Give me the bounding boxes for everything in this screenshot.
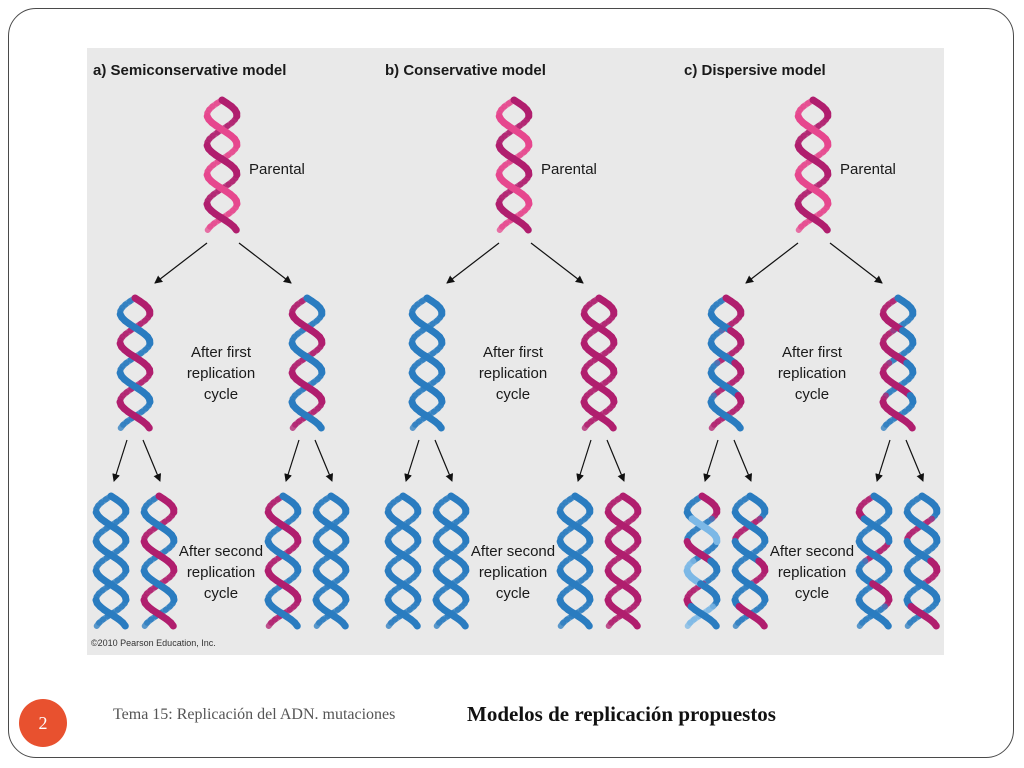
- dispersive-first-gen-helix-2: [879, 294, 917, 432]
- slide-frame: [8, 8, 1014, 758]
- semiconservative-arrow-first-1a: [112, 439, 128, 482]
- conservative-arrow-first-1b: [434, 439, 454, 482]
- conservative-second-gen-helix-1: [384, 492, 422, 630]
- dispersive-second-gen-helix-3: [855, 492, 893, 630]
- semiconservative-second-gen-helix-4: [312, 492, 350, 630]
- conservative-second-gen-helix-3: [556, 492, 594, 630]
- page-number-badge: 2: [19, 699, 67, 747]
- semiconservative-parental-helix: [203, 96, 241, 234]
- conservative-second-gen-helix-4: [604, 492, 642, 630]
- conservative-first-gen-helix-1: [408, 294, 446, 432]
- semiconservative-arrow-first-1b: [142, 439, 162, 482]
- conservative-model-title: b) Conservative model: [385, 62, 546, 79]
- conservative-arrow-parental-right: [530, 242, 584, 284]
- dispersive-second-gen-helix-4: [903, 492, 941, 630]
- dispersive-arrow-first-2a: [875, 439, 891, 482]
- dispersive-parental-helix: [794, 96, 832, 234]
- dispersive-parental-label: Parental: [840, 161, 896, 178]
- semiconservative-second-gen-helix-2: [140, 492, 178, 630]
- semiconservative-second-gen-helix-1: [92, 492, 130, 630]
- conservative-parental-label: Parental: [541, 161, 597, 178]
- footer-course-text: Tema 15: Replicación del ADN. mutaciones: [113, 706, 396, 723]
- dispersive-arrow-first-2b: [905, 439, 925, 482]
- conservative-second-gen-helix-2: [432, 492, 470, 630]
- conservative-arrow-first-2a: [576, 439, 592, 482]
- conservative-arrow-first-2b: [606, 439, 626, 482]
- dispersive-arrow-first-1a: [703, 439, 719, 482]
- dispersive-second-gen-helix-1: [683, 492, 721, 630]
- dispersive-arrow-first-1b: [733, 439, 753, 482]
- slide-title: Modelos de replicación propuestos: [467, 702, 776, 726]
- semiconservative-parental-label: Parental: [249, 161, 305, 178]
- dispersive-model-title: c) Dispersive model: [684, 62, 826, 79]
- semiconservative-model-title: a) Semiconservative model: [93, 62, 286, 79]
- semiconservative-arrow-parental-left: [154, 242, 208, 284]
- semiconservative-second-gen-helix-3: [264, 492, 302, 630]
- dispersive-arrow-parental-left: [745, 242, 799, 284]
- copyright-text: ©2010 Pearson Education, Inc.: [91, 638, 216, 648]
- semiconservative-arrow-first-2a: [284, 439, 300, 482]
- semiconservative-arrow-first-2b: [314, 439, 334, 482]
- semiconservative-first-gen-helix-1: [116, 294, 154, 432]
- dispersive-second-gen-helix-2: [731, 492, 769, 630]
- dispersive-arrow-parental-right: [829, 242, 883, 284]
- semiconservative-first-gen-helix-2: [288, 294, 326, 432]
- conservative-parental-helix: [495, 96, 533, 234]
- conservative-arrow-parental-left: [446, 242, 500, 284]
- dispersive-first-gen-helix-1: [707, 294, 745, 432]
- semiconservative-arrow-parental-right: [238, 242, 292, 284]
- conservative-first-gen-helix-2: [580, 294, 618, 432]
- conservative-arrow-first-1a: [404, 439, 420, 482]
